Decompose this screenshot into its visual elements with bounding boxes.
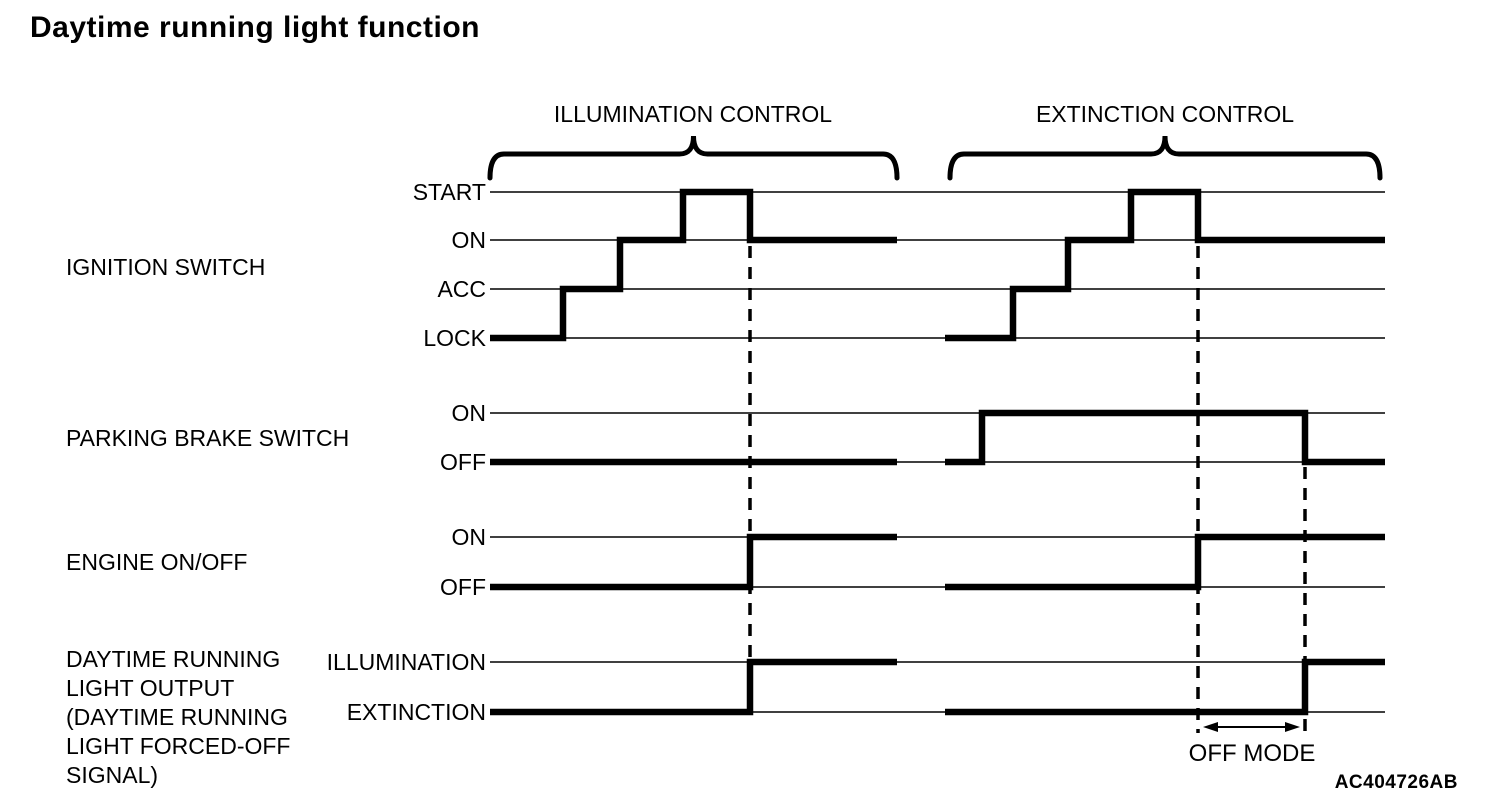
level-label-parking-brake-on: ON (451, 400, 487, 426)
signal-drl-illumination (490, 658, 897, 716)
figure-code: AC404726AB (1334, 772, 1458, 793)
drl-output-label-line2: LIGHT OUTPUT (66, 675, 235, 701)
parking-brake-switch-label: PARKING BRAKE SWITCH (66, 425, 350, 451)
drl-output-label-line5: SIGNAL) (66, 762, 159, 788)
drl-output-label: DAYTIME RUNNING LIGHT OUTPUT (DAYTIME RU… (66, 645, 290, 790)
drl-output-label-line3: (DAYTIME RUNNING (66, 704, 288, 730)
engine-on-off-label: ENGINE ON/OFF (66, 549, 248, 575)
drl-output-label-line1: DAYTIME RUNNING (66, 646, 281, 672)
ignition-switch-label: IGNITION SWITCH (66, 254, 266, 280)
illumination-control-header: ILLUMINATION CONTROL (553, 101, 833, 127)
level-label-start: START (412, 179, 486, 205)
level-label-parking-brake-off: OFF (440, 449, 486, 475)
signal-parking-brake-extinction (945, 409, 1385, 466)
level-label-lock: LOCK (423, 325, 486, 351)
level-label-engine-on: ON (451, 524, 487, 550)
level-label-ignition-on: ON (451, 227, 487, 253)
extinction-control-header: EXTINCTION CONTROL (1035, 101, 1295, 127)
signal-ignition-extinction (945, 188, 1385, 342)
off-mode-arrowhead-right (1285, 722, 1300, 732)
drl-output-label-line4: LIGHT FORCED-OFF (66, 733, 291, 759)
signal-ignition-illumination (490, 188, 897, 342)
off-mode-arrowhead-left (1203, 722, 1218, 732)
signal-engine-illumination (490, 533, 897, 591)
signal-engine-extinction (945, 533, 1385, 591)
signal-drl-extinction (945, 658, 1385, 716)
level-label-illumination: ILLUMINATION (326, 649, 486, 675)
off-mode-label: OFF MODE (1188, 740, 1316, 767)
level-label-extinction: EXTINCTION (346, 699, 486, 725)
section-brace (947, 135, 1383, 181)
section-brace (487, 135, 900, 181)
level-label-acc: ACC (437, 276, 486, 302)
page-title: Daytime running light function (30, 11, 480, 44)
level-label-engine-off: OFF (440, 574, 486, 600)
